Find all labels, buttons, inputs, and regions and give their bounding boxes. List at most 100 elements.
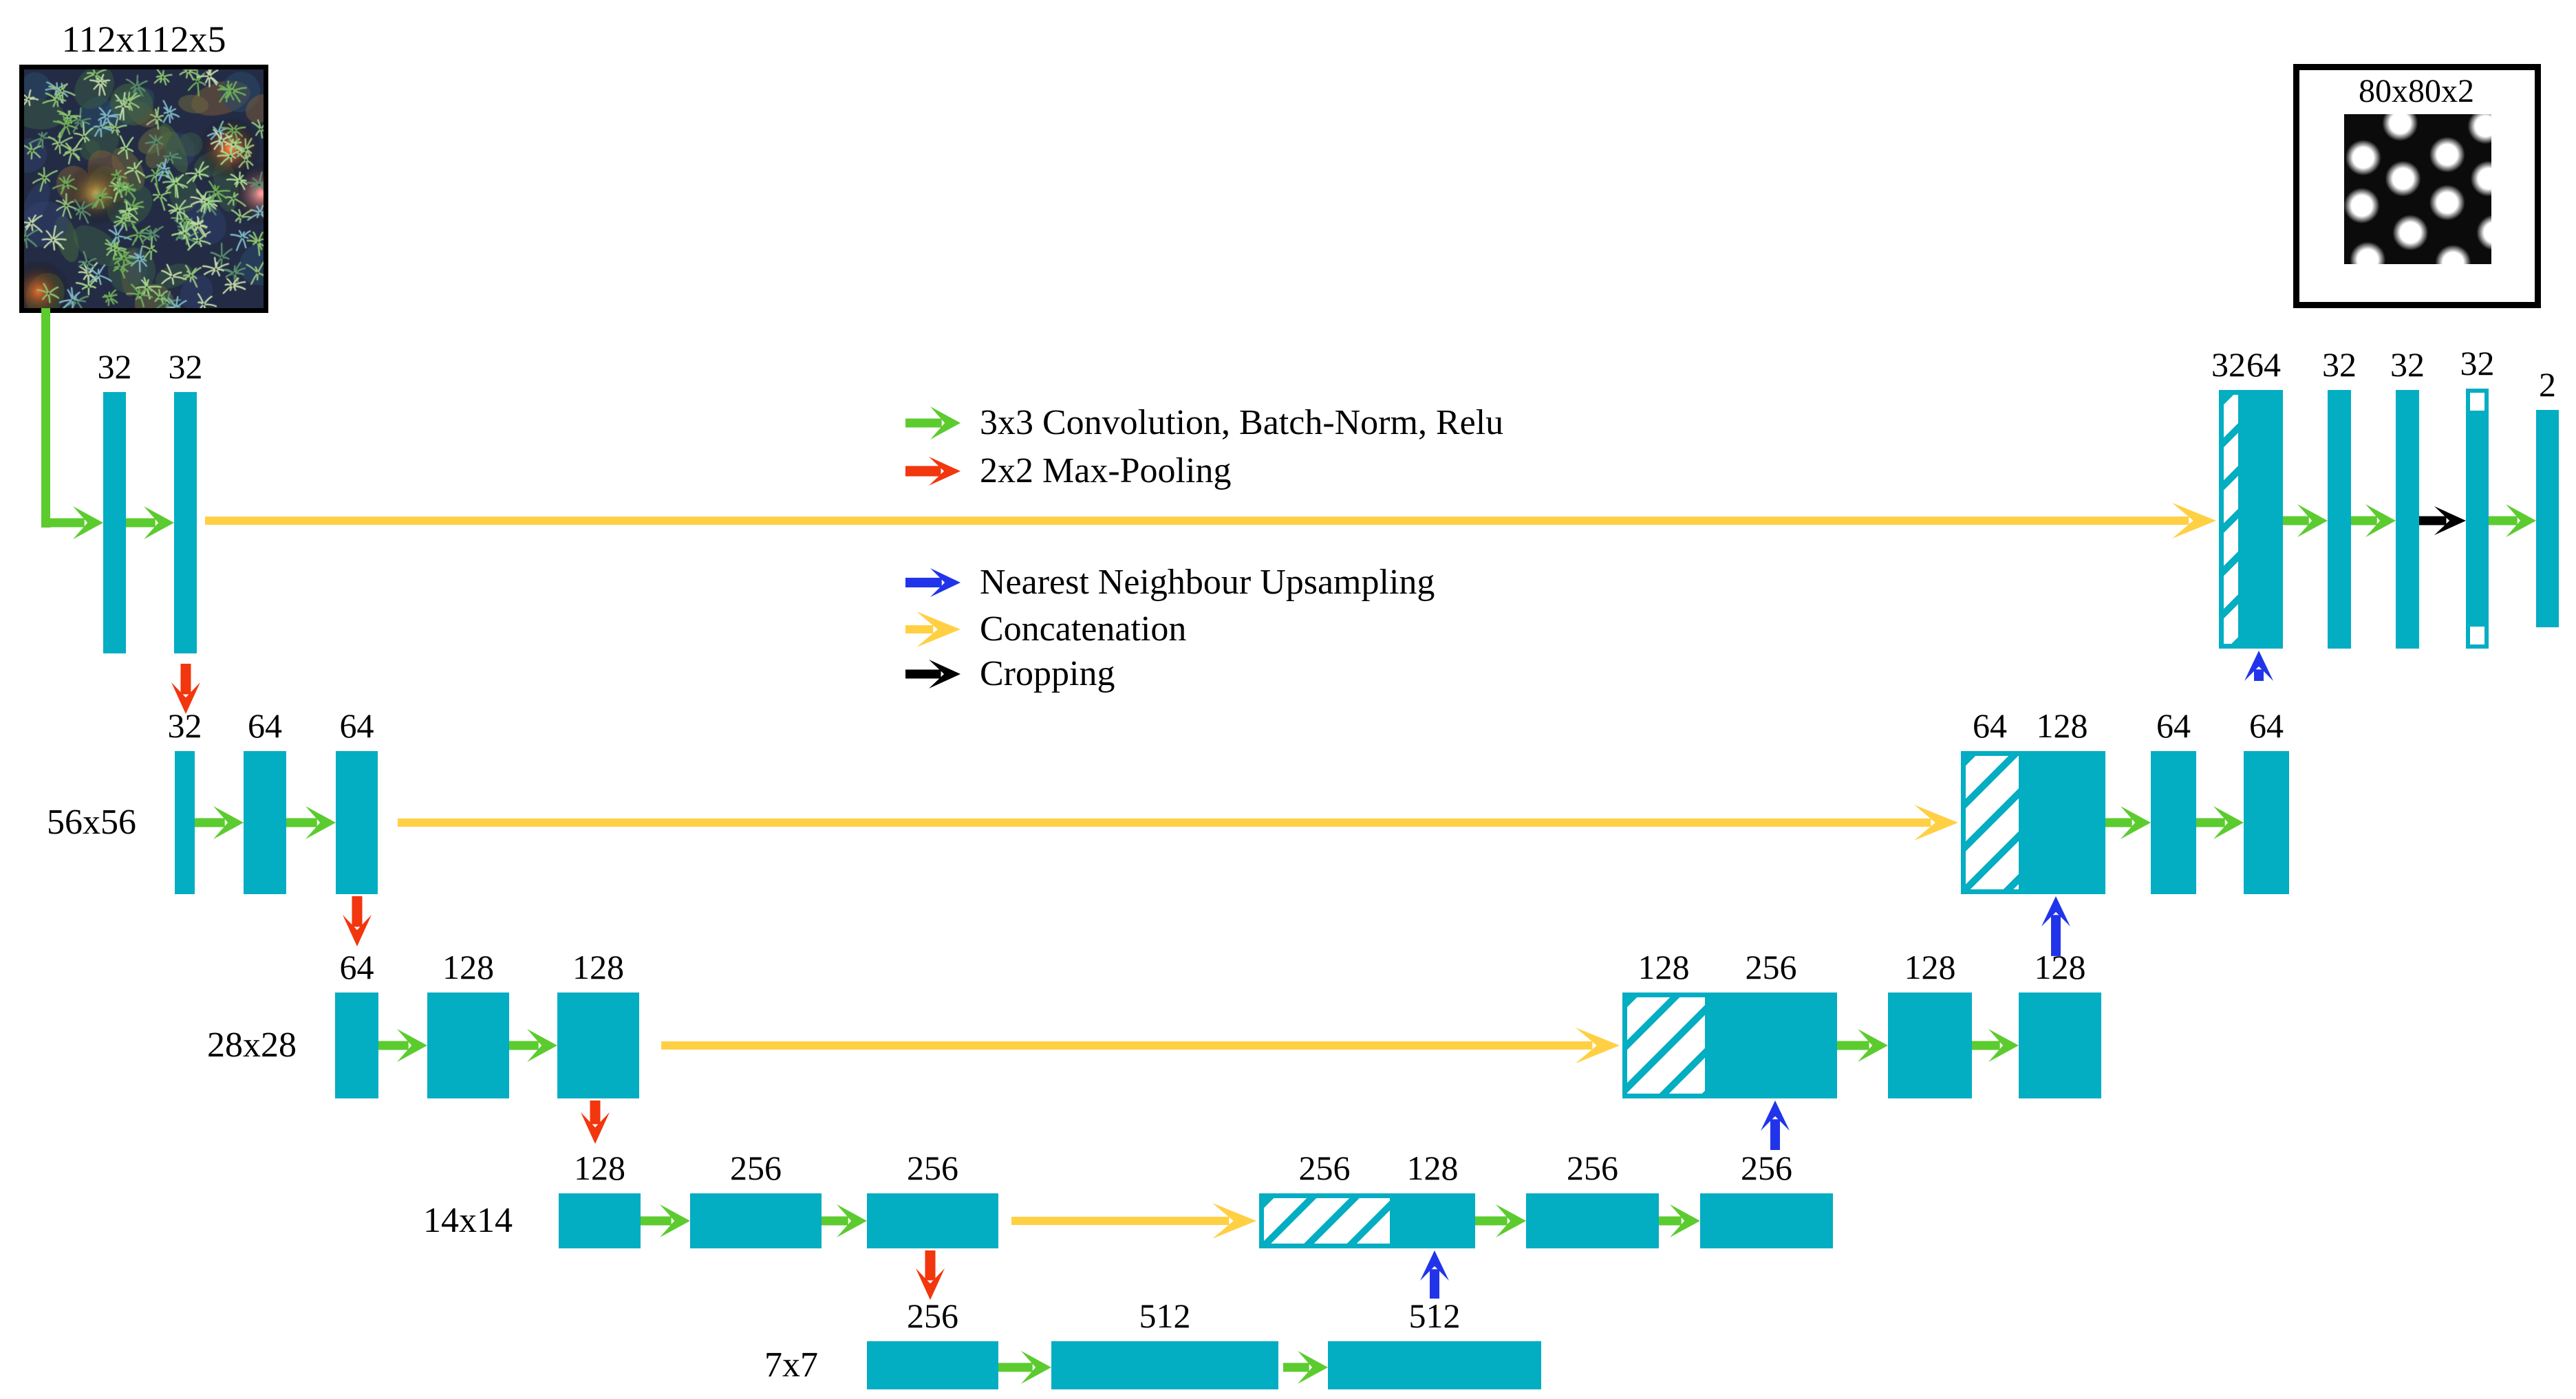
conv-arrow [2489, 516, 2518, 525]
conv-arrow [2297, 504, 2328, 537]
conv-arrow [509, 1041, 539, 1050]
feature-map-bar [336, 751, 378, 894]
feature-map-bar [1526, 1193, 1659, 1248]
crop-arrow [2434, 506, 2466, 535]
upsample-arrow [1770, 1119, 1780, 1150]
channel-count-label: 32 [97, 347, 132, 386]
upsample-arrow [2041, 896, 2070, 926]
channel-count-label: 64 [339, 948, 374, 986]
conv-arrow [1659, 1216, 1682, 1226]
conv-arrow [527, 1029, 557, 1062]
feature-map-bar-cropped [2466, 389, 2489, 649]
concat-arrow [916, 611, 960, 647]
conv-arrow [2283, 516, 2309, 525]
conv-arrow [660, 1204, 690, 1237]
feature-map-bar [2536, 410, 2559, 627]
conv-arrow [378, 1041, 409, 1050]
upsample-arrow [1430, 1269, 1439, 1299]
output-prediction-image [2344, 114, 2491, 264]
channel-count-label: 256 [1298, 1149, 1351, 1187]
channel-count-label: 32 [167, 706, 202, 745]
feature-map-bar [557, 993, 639, 1098]
conv-arrow [2105, 818, 2132, 827]
feature-map-bar [2244, 751, 2289, 894]
conv-arrow [1972, 1041, 2000, 1050]
conv-arrow [195, 818, 225, 827]
conv-arrow [837, 1204, 867, 1237]
conv-arrow [905, 418, 942, 428]
channel-count-label: 256 [1567, 1149, 1618, 1187]
channel-count-label: 256 [1745, 948, 1797, 986]
feature-map-bar [2396, 390, 2419, 649]
upsample-arrow [2254, 669, 2264, 681]
feature-map-bar-concat [1622, 993, 1837, 1098]
conv-arrow [1837, 1041, 1869, 1050]
input-image-label: 112x112x5 [61, 19, 226, 60]
conv-arrow [2506, 504, 2536, 537]
feature-map-bar-concat [1259, 1193, 1475, 1248]
pool-arrow [352, 896, 363, 927]
feature-map-bar [244, 751, 286, 894]
feature-map-bar [1051, 1341, 1278, 1389]
conv-arrow [1496, 1204, 1526, 1237]
channel-count-label: 512 [1408, 1297, 1461, 1335]
concat-arrow [1914, 805, 1958, 841]
upsample-arrow [1420, 1250, 1449, 1281]
upsample-arrow [2244, 651, 2273, 681]
feature-map-bar [335, 993, 378, 1098]
channel-count-label: 32 [2460, 344, 2495, 382]
channel-count-label: 128 [1638, 948, 1690, 986]
channel-count-label: 128 [572, 948, 624, 986]
channel-count-label: 128 [442, 948, 494, 986]
concat-arrow [398, 818, 1931, 827]
channel-count-label: 32 [2322, 345, 2357, 384]
conv-arrow [1283, 1363, 1309, 1372]
conv-arrow [1670, 1204, 1700, 1237]
legend-label-upsample: Nearest Neighbour Upsampling [980, 563, 1435, 602]
feature-map-bar [690, 1193, 822, 1248]
feature-map-bar [1888, 993, 1972, 1098]
channel-count-label: 128 [1406, 1149, 1459, 1187]
conv-arrow [1988, 1029, 2019, 1062]
feature-map-bar [2328, 390, 2351, 649]
channel-count-label: 256 [730, 1149, 782, 1187]
concat-arrow [1576, 1028, 1620, 1063]
conv-arrow [2196, 818, 2225, 827]
conv-arrow [1021, 1351, 1051, 1384]
level-size-label: 7x7 [764, 1345, 818, 1385]
channel-count-label: 32 [2390, 345, 2425, 384]
conv-arrow [2121, 806, 2151, 839]
channel-count-label: 256 [907, 1297, 958, 1335]
level-size-label: 28x28 [207, 1026, 297, 1065]
concat-arrow [1212, 1203, 1256, 1239]
channel-count-label: 2 [2539, 365, 2556, 404]
pool-arrow [905, 466, 941, 477]
channel-count-label: 64 [1973, 706, 2007, 745]
concat-arrow [905, 625, 934, 633]
conv-arrow [73, 506, 103, 539]
channel-count-label: 256 [1741, 1149, 1792, 1187]
channel-count-label: 64 [2249, 706, 2284, 745]
conv-arrow [213, 806, 244, 839]
conv-arrow [641, 1216, 672, 1226]
skip-connection-hatch [2224, 395, 2238, 644]
legend-label-concat: Concatenation [980, 609, 1187, 649]
feature-map-bar [175, 751, 195, 894]
input-texture-image [24, 69, 264, 308]
conv-arrow [1858, 1029, 1888, 1062]
conv-arrow [2213, 806, 2244, 839]
concat-arrow [661, 1041, 1593, 1050]
concat-arrow [1011, 1217, 1230, 1225]
channel-count-label: 32 [168, 347, 203, 386]
feature-map-bar-concat [1961, 751, 2105, 894]
conv-arrow [286, 818, 317, 827]
conv-arrow [144, 506, 174, 539]
feature-map-bar [1328, 1341, 1541, 1389]
pool-arrow [171, 682, 200, 714]
feature-map-bar [1700, 1193, 1833, 1248]
skip-connection-hatch [1264, 1198, 1390, 1244]
skip-connection-hatch [1966, 756, 2019, 889]
channel-count-label: 32 [2211, 345, 2246, 384]
